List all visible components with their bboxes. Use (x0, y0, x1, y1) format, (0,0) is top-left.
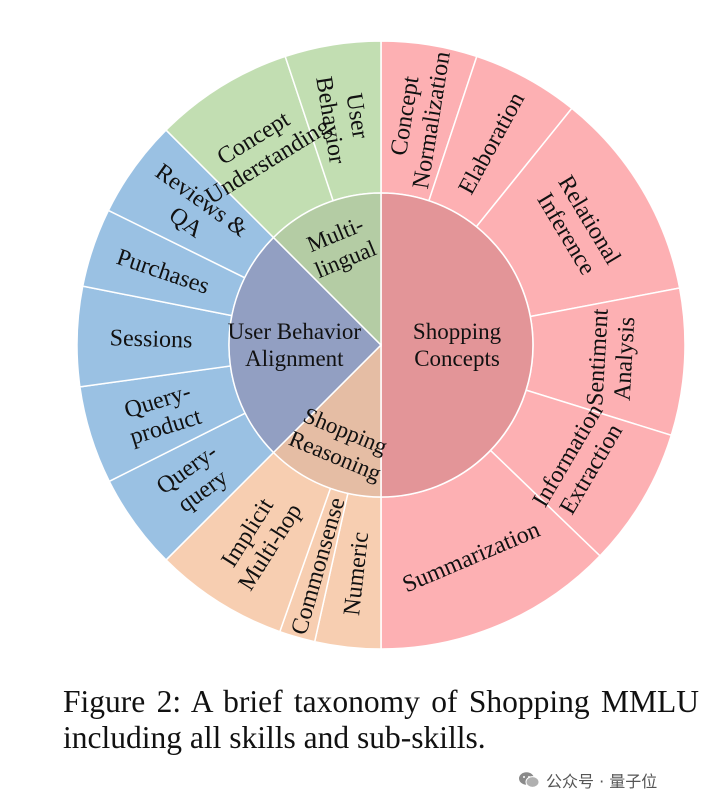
sub-skill-ring (76, 40, 686, 650)
skill-wedge-multi (272, 192, 382, 347)
skill-wedge-shopping (380, 192, 534, 498)
watermark: 公众号 · 量子位 (518, 768, 657, 792)
sub-skill-label-sessions: Sessions (109, 325, 192, 353)
figure-caption: Figure 2: A brief taxonomy of Shopping M… (63, 684, 699, 755)
sub-skill-label-sentiment-analysis: SentimentAnalysis (582, 308, 640, 408)
skill-wedge-user (228, 236, 383, 454)
watermark-text: 公众号 · 量子位 (546, 772, 658, 791)
skill-wedge-reasoning (272, 343, 382, 498)
skill-ring (228, 192, 534, 498)
taxonomy-sunburst: ConceptNormalizationElaborationRelationa… (76, 40, 686, 650)
wechat-icon (519, 772, 540, 788)
